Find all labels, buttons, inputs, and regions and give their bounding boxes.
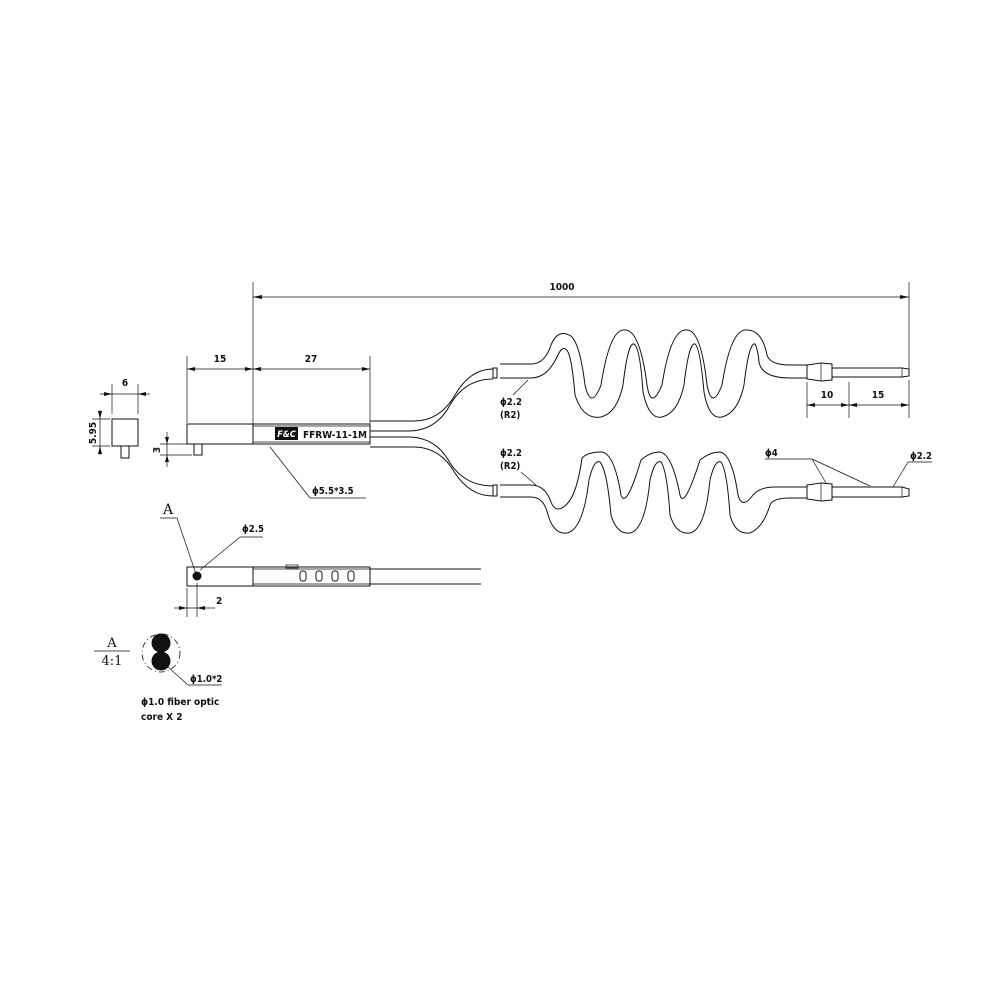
- sleeve-section-callout: ϕ5.5*3.5: [269, 446, 366, 499]
- model-label: FFRW-11-1M: [303, 430, 367, 441]
- bottom-coiled-cable: ϕ2.2 (R2): [492, 448, 910, 534]
- head-length-label: 15: [214, 354, 227, 365]
- core-2: [151, 651, 171, 671]
- core-1: [151, 633, 171, 653]
- tip-length-15-label: 15: [872, 390, 885, 401]
- head-length-dimensions: 15 27: [186, 354, 371, 423]
- section-view: A ϕ2.5 2: [160, 502, 481, 617]
- bottom-cable-radius-label: (R2): [500, 461, 520, 472]
- cross-offset-label: 2: [216, 596, 222, 607]
- hole-diameter-label: ϕ2.5: [242, 524, 264, 535]
- detail-marker: A: [162, 502, 174, 518]
- detail-scale: 4:1: [102, 654, 123, 669]
- detail-a: A 4:1 ϕ1.0*2 ϕ1.0 fiber optic core X 2: [94, 633, 222, 723]
- core-hole: [192, 571, 202, 581]
- core-callout: ϕ1.0*2: [190, 674, 222, 685]
- tip-length-dimensions: 10 15: [806, 380, 910, 418]
- top-cable-diameter-label: ϕ2.2: [500, 397, 522, 408]
- sleeve-length-label: 27: [305, 354, 318, 365]
- sensor-head: 3: [152, 423, 254, 467]
- ferrule-callouts: ϕ4 ϕ2.2: [765, 448, 932, 488]
- overall-length-label: 1000: [549, 282, 574, 293]
- sensor-sleeve: F&C FFRW-11-1M: [252, 423, 371, 445]
- overall-length-dimension: 1000: [252, 282, 910, 428]
- top-coiled-cable: ϕ2.2 (R2): [492, 329, 910, 421]
- tip-length-10-label: 10: [821, 390, 834, 401]
- core-note-line1: ϕ1.0 fiber optic: [141, 697, 219, 708]
- head-thickness-label: 3: [152, 447, 163, 453]
- top-cable-radius-label: (R2): [500, 410, 520, 421]
- end-view: 6 5.95: [88, 378, 150, 459]
- bottom-cable-diameter-label: ϕ2.2: [500, 448, 522, 459]
- cable-split: [370, 368, 494, 497]
- core-note-line2: core X 2: [141, 712, 183, 723]
- detail-outline: [141, 633, 181, 673]
- end-width-label: 6: [122, 378, 128, 389]
- ferrule-diameter-label: ϕ4: [765, 448, 778, 459]
- brand-logo-box: [275, 427, 298, 440]
- tip-diameter-label: ϕ2.2: [910, 451, 932, 462]
- sleeve-section-label: ϕ5.5*3.5: [312, 486, 354, 497]
- end-height-label: 5.95: [88, 422, 99, 444]
- detail-title: A: [106, 636, 117, 651]
- brand-logo: F&C: [277, 430, 296, 440]
